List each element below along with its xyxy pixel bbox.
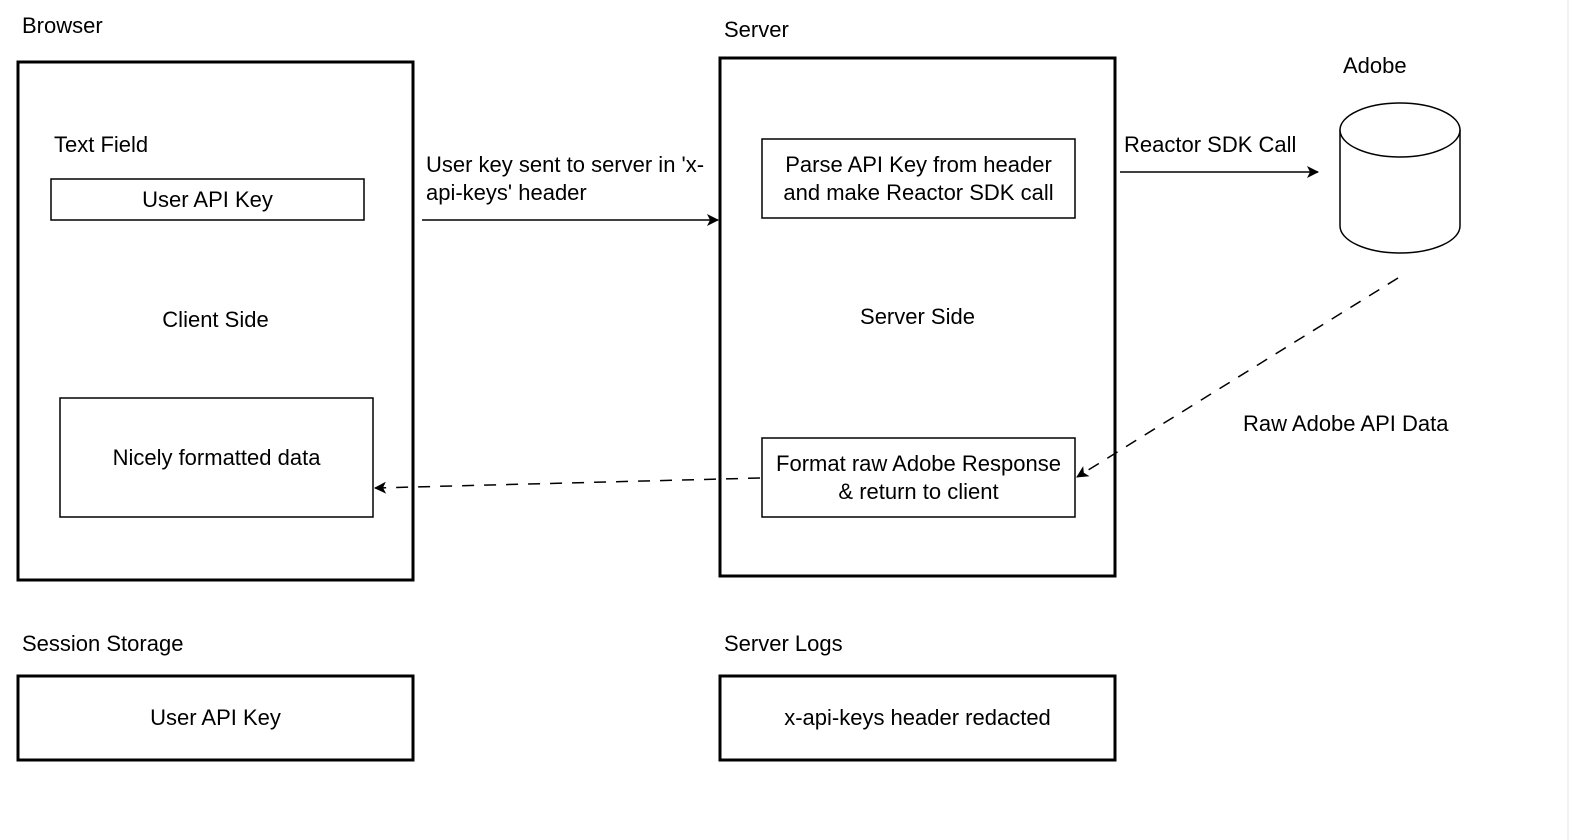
- user-api-key-field-box: [50, 178, 365, 221]
- session-storage-box: [16, 674, 415, 762]
- formatted-data-box-border: [59, 397, 374, 518]
- client-to-server-label: User key sent to server in 'x-api-keys' …: [426, 152, 705, 205]
- user-api-key-field-text: User API Key: [142, 186, 273, 212]
- text-field-label: Text Field: [54, 132, 149, 157]
- format-box: Format raw Adobe Response & return to cl…: [762, 438, 1075, 517]
- server-container: [718, 56, 1117, 578]
- formatted-data-text: Nicely formatted data: [112, 444, 321, 470]
- server-side-label: Server Side: [860, 304, 975, 329]
- parse-box-text: Parse API Key from header and make React…: [783, 151, 1054, 205]
- browser-container: [16, 60, 415, 582]
- parse-box: Parse API Key from header and make React…: [762, 139, 1075, 218]
- browser-title: Browser: [22, 13, 103, 38]
- server-logs-box: [718, 674, 1117, 762]
- client-side-label: Client Side: [162, 307, 269, 332]
- server-logs-value: x-api-keys header redacted: [784, 705, 1051, 730]
- session-storage-title: Session Storage: [22, 631, 184, 656]
- server-to-adobe-label: Reactor SDK Call: [1124, 132, 1297, 157]
- format-box-border: [761, 437, 1076, 518]
- session-storage-value: User API Key: [150, 705, 281, 730]
- user-api-key-field[interactable]: User API Key: [51, 179, 364, 220]
- server-logs-title: Server Logs: [724, 631, 843, 656]
- session-storage-value-box: User API Key: [18, 676, 413, 760]
- arrow-adobe-to-server: [1076, 277, 1399, 478]
- server-logs-value-box: x-api-keys header redacted: [720, 676, 1115, 760]
- arrow-server-to-client: [374, 477, 761, 494]
- parse-box-border: [761, 138, 1076, 219]
- server-title: Server: [724, 17, 789, 42]
- formatted-data-box: Nicely formatted data: [60, 398, 373, 517]
- database-cylinder-icon: [1339, 102, 1461, 254]
- format-box-text: Format raw Adobe Response & return to cl…: [776, 450, 1061, 504]
- adobe-to-server-label: Raw Adobe API Data: [1243, 411, 1449, 436]
- adobe-title: Adobe: [1343, 53, 1407, 78]
